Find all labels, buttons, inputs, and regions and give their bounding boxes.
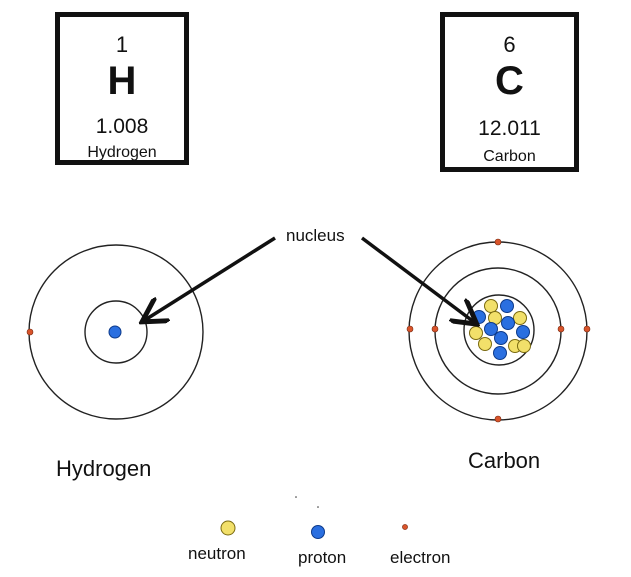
element-name: Carbon [483,148,536,165]
hydrogen-atom-label: Hydrogen [56,456,152,481]
nucleus-ring [463,294,535,366]
nucleus-label: nucleus [286,226,345,245]
electron-swatch [402,524,408,530]
electron [406,325,414,333]
element-symbol: C [495,59,524,103]
neutron [484,299,498,313]
speck [317,506,319,508]
proton [484,322,498,336]
electron [431,325,439,333]
nucleus-arrow-left [145,236,276,320]
hydrogen-atom [26,244,204,420]
speck [295,496,297,498]
atomic-mass: 1.008 [95,115,149,138]
proton [472,310,486,324]
neutron [478,337,492,351]
legend [220,520,408,539]
proton-swatch [311,525,325,539]
proton [493,346,507,360]
electron [494,238,502,246]
atomic-number: 1 [115,32,129,57]
proton [494,331,508,345]
legend-proton-label: proton [298,548,347,567]
neutron [513,311,527,325]
inner-shell [84,300,148,364]
nucleus-arrow-right [360,236,474,322]
electron [583,325,591,333]
atomic-number: 6 [503,32,516,57]
hydrogen-element-card: 1 H 1.008 Hydrogen [55,12,189,165]
proton [108,325,122,339]
element-name: Hydrogen [87,144,157,161]
proton [501,316,515,330]
electron [557,325,565,333]
legend-electron-label: electron [390,548,451,567]
carbon-element-card: 6 C 12.011 Carbon [440,12,579,172]
legend-neutron-label: neutron [188,544,246,563]
element-symbol: H [107,59,137,103]
carbon-atom-label: Carbon [468,448,541,473]
atomic-mass: 12.011 [478,117,541,140]
electron [26,328,34,336]
proton [516,325,530,339]
neutron-swatch [220,520,236,536]
neutron [517,339,531,353]
neutron [469,326,483,340]
middle-shell [434,267,562,395]
proton [500,299,514,313]
electron [494,415,502,423]
carbon-atom [406,238,591,423]
